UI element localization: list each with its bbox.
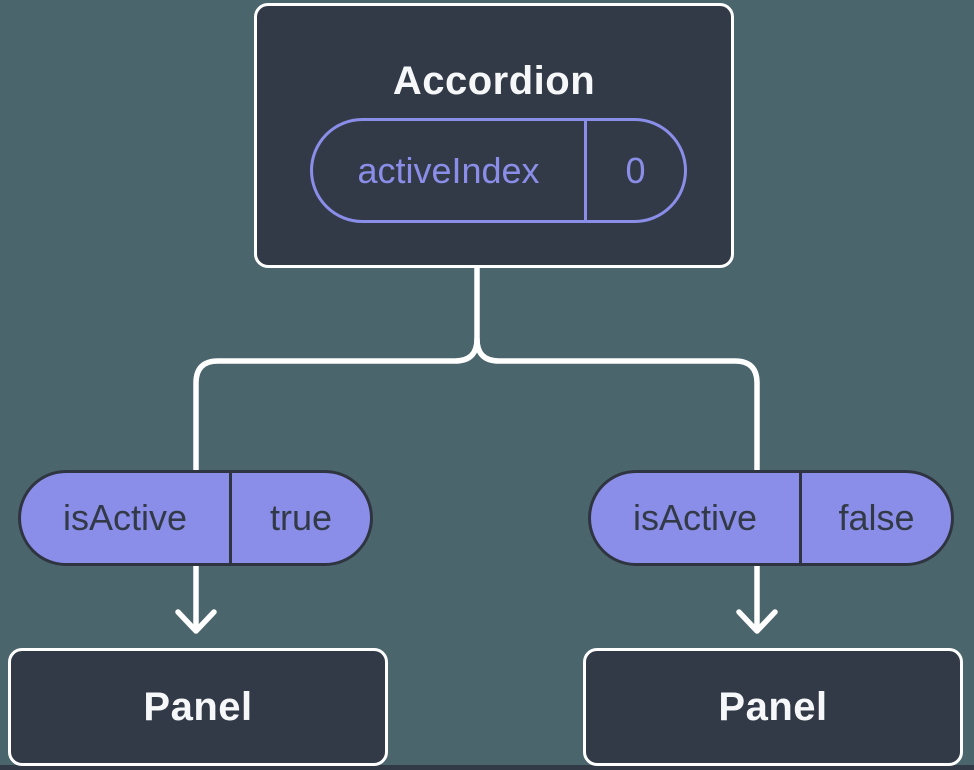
is-active-false-pill: isActive false	[588, 470, 954, 566]
connector-branch-left	[193, 262, 480, 629]
prop-value-label: true	[269, 497, 333, 538]
panel-node-left: Panel	[8, 648, 388, 766]
prop-name-label: isActive	[591, 473, 802, 563]
accordion-node-title: Accordion	[392, 59, 596, 103]
is-active-true-pill: isActive true	[18, 470, 373, 566]
connector-branch-right	[474, 336, 760, 629]
prop-value-label: 0	[625, 149, 646, 191]
arrow-down-icon	[736, 609, 778, 634]
panel-node-title: Panel	[143, 684, 253, 729]
panel-node-title: Panel	[718, 684, 828, 729]
prop-name-label: activeIndex	[313, 121, 587, 220]
bottom-edge-strip	[0, 765, 974, 770]
accordion-node: Accordion activeIndex 0	[254, 3, 734, 268]
arrow-down-icon	[175, 609, 217, 634]
active-index-prop-pill: activeIndex 0	[310, 118, 687, 223]
prop-name-label: isActive	[21, 473, 232, 563]
prop-value-label: false	[838, 497, 915, 538]
panel-node-right: Panel	[583, 648, 963, 766]
